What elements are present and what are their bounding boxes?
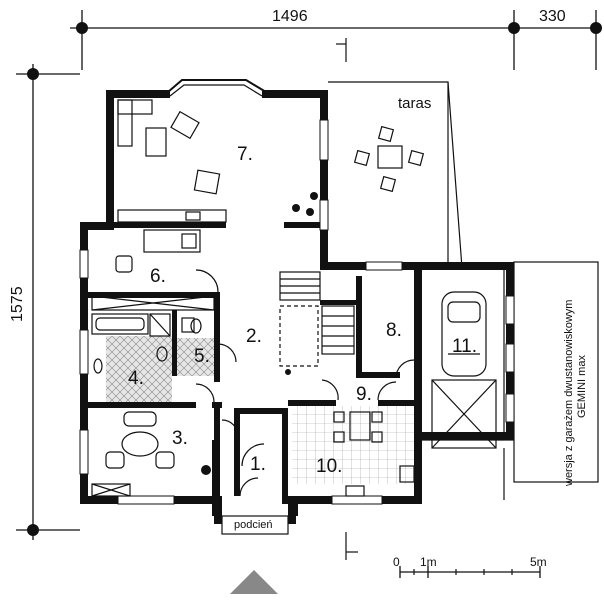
room-1-label: 1. — [250, 454, 266, 475]
armchair-icon — [115, 255, 133, 273]
room-11-label: 11. — [452, 336, 477, 357]
garage-note-line-1: wersja z garażem dwustanowiskowym — [563, 300, 575, 487]
room-9-label: 9. — [356, 384, 372, 405]
stove-icon — [399, 465, 415, 483]
toilet-wc-icon — [190, 318, 202, 334]
section-marker-bottom — [345, 532, 358, 560]
section-marker-top — [336, 38, 347, 62]
dining-set — [105, 411, 175, 469]
interior-walls — [88, 222, 418, 504]
sink-icon — [93, 358, 103, 374]
coffee-table-icon — [145, 127, 167, 157]
top-dimension — [70, 10, 602, 70]
wardrobe-units — [91, 295, 215, 497]
bed-icon — [143, 229, 201, 253]
kitchen-sink-icon — [345, 485, 365, 497]
counter-sink-icon — [185, 211, 201, 221]
scale-bar — [399, 566, 541, 578]
room-6-label: 6. — [150, 266, 166, 287]
room-7-label: 7. — [237, 144, 253, 165]
garage-note-line-2: GEMINI max — [576, 355, 588, 418]
room-2-label: 2. — [246, 326, 262, 347]
left-dimension — [16, 64, 80, 540]
room-5-label: 5. — [194, 346, 210, 367]
staircase — [279, 271, 355, 367]
terrace-label: taras — [398, 95, 431, 112]
room-3-label: 3. — [172, 428, 188, 449]
dimension-top-side: 330 — [539, 8, 566, 25]
toilet-icon — [156, 346, 168, 362]
plant-icons — [201, 192, 318, 475]
lounge-chair-icon — [170, 110, 200, 140]
bathtub — [91, 313, 149, 335]
porch — [214, 515, 296, 535]
wc-floor — [177, 338, 214, 376]
shower — [149, 313, 171, 337]
stair-start-dot — [285, 369, 291, 375]
dimension-left: 1575 — [9, 286, 26, 322]
terrace-outline — [328, 81, 463, 269]
scale-zero: 0 — [393, 555, 400, 569]
wc-sink-icon — [181, 317, 195, 333]
kitchen-floor — [292, 406, 414, 484]
lounge-chair-2-icon — [193, 169, 221, 195]
north-arrow-icon — [230, 570, 278, 594]
terrace-table — [353, 125, 425, 193]
pillow-icon — [181, 233, 197, 249]
porch-label: podcień — [234, 519, 273, 531]
kitchenette-counter — [117, 209, 227, 223]
sofa-icon — [117, 99, 153, 147]
dimension-top-main: 1496 — [272, 8, 308, 25]
room-4-label: 4. — [128, 368, 144, 389]
windows — [79, 119, 515, 505]
scale-five: 5m — [530, 555, 547, 569]
car-icon — [441, 291, 487, 377]
kitchen-table — [333, 411, 383, 443]
doors — [195, 269, 415, 497]
scale-one: 1m — [420, 555, 437, 569]
room-8-label: 8. — [386, 320, 402, 341]
room-10-label: 10. — [316, 456, 342, 477]
